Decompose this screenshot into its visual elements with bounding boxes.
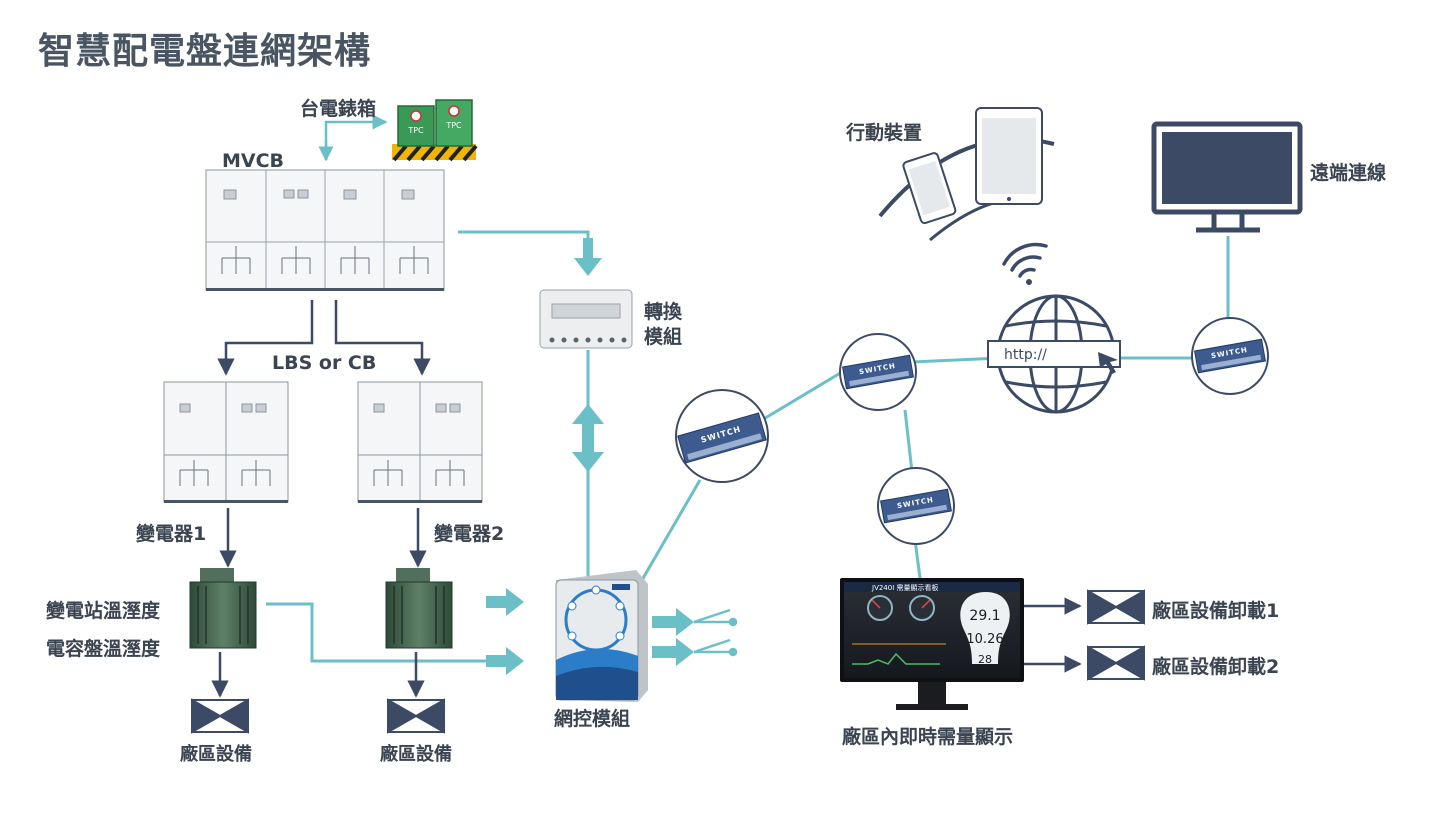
switch-to-switch-line-2	[903, 409, 914, 473]
plant-equipment-label-2: 廠區設備	[380, 744, 452, 765]
svg-text:29.1: 29.1	[969, 608, 1000, 624]
lbs-cb-label: LBS or CB	[272, 352, 377, 374]
arrow-trafo-to-controller	[486, 588, 524, 616]
phone-icon	[902, 152, 957, 225]
remote-monitor-icon	[1151, 121, 1303, 233]
transformer-2-label: 變電器2	[434, 523, 505, 545]
relay-contact-2	[728, 647, 738, 657]
arrow-down-converter	[574, 238, 602, 276]
transformer-1-label: 變電器1	[136, 523, 207, 545]
switch-node-3: SWITCH	[877, 467, 955, 545]
arrow-controller-out-2	[652, 638, 694, 666]
page-title: 智慧配電盤連網架構	[38, 31, 372, 72]
converter-module-icon	[539, 289, 633, 349]
tpc-meter-box-label: 台電錶箱	[300, 98, 377, 120]
switch-to-switch-line	[761, 370, 843, 422]
relay-contact-1	[728, 617, 738, 627]
mvcb-label: MVCB	[222, 150, 285, 172]
lbs-cabinet-right	[357, 381, 483, 503]
url-bar: http://	[987, 340, 1121, 368]
svg-text:10.26: 10.26	[966, 632, 1003, 647]
switch-node-1: SWITCH	[675, 389, 769, 483]
navy-lines	[211, 300, 1082, 698]
demand-display-label: 廠區內即時需量顯示	[842, 726, 1014, 748]
cursor-icon	[1098, 352, 1118, 374]
svg-text:http://: http://	[1004, 347, 1047, 363]
mobile-device-label: 行動裝置	[846, 122, 923, 144]
transformer-1-icon	[189, 568, 257, 649]
switch-to-internet-line	[911, 356, 1001, 364]
wifi-icon	[1002, 242, 1048, 285]
unload-icon-1	[1087, 589, 1145, 625]
remote-connection-label: 遠端連線	[1310, 162, 1387, 184]
arrow-bidirectional	[572, 404, 604, 472]
controller-to-switch-line	[640, 479, 702, 581]
unload-icon-2	[1087, 645, 1145, 681]
substation-temp-label: 變電站溫溼度	[46, 600, 161, 622]
plant-equipment-label-1: 廠區設備	[180, 744, 252, 765]
transformer-2-icon	[385, 568, 453, 649]
plant-unload-2-label: 廠區設備卸載2	[1152, 656, 1280, 678]
arrow-controller-out-1	[652, 608, 694, 636]
network-controller-icon	[555, 570, 648, 702]
tablet-icon	[975, 107, 1043, 205]
switch-to-display-line	[913, 539, 922, 579]
equipment-icon-1	[191, 698, 249, 734]
equipment-icon-2	[387, 698, 445, 734]
capacitor-temp-label: 電容盤溫溼度	[46, 638, 161, 660]
svg-text:TPC: TPC	[445, 121, 462, 130]
switch-node-2: SWITCH	[839, 333, 917, 411]
svg-text:TPC: TPC	[407, 126, 424, 135]
mvcb-to-converter-line	[458, 230, 590, 252]
converter-module-label: 轉換模組	[644, 301, 683, 348]
tpc-arrow-line	[324, 114, 388, 160]
thick-arrows	[486, 238, 694, 675]
mvcb-switchgear	[205, 169, 445, 291]
lbs-cabinet-left	[163, 381, 289, 503]
plant-unload-1-label: 廠區設備卸載1	[1152, 600, 1280, 622]
temp-sensor-line	[266, 602, 486, 663]
svg-text:JV240I 需量顯示看板: JV240I 需量顯示看板	[871, 583, 939, 592]
network-module-label: 網控模組	[554, 708, 631, 730]
switch-node-4: SWITCH	[1191, 317, 1269, 395]
tpc-meter-box-icon: TPC TPC	[392, 99, 478, 162]
svg-text:28: 28	[978, 653, 992, 666]
arrow-sensor-to-controller	[486, 647, 524, 675]
demand-display-monitor: JV240I 需量顯示看板 29.1 10.26 28	[840, 578, 1024, 710]
